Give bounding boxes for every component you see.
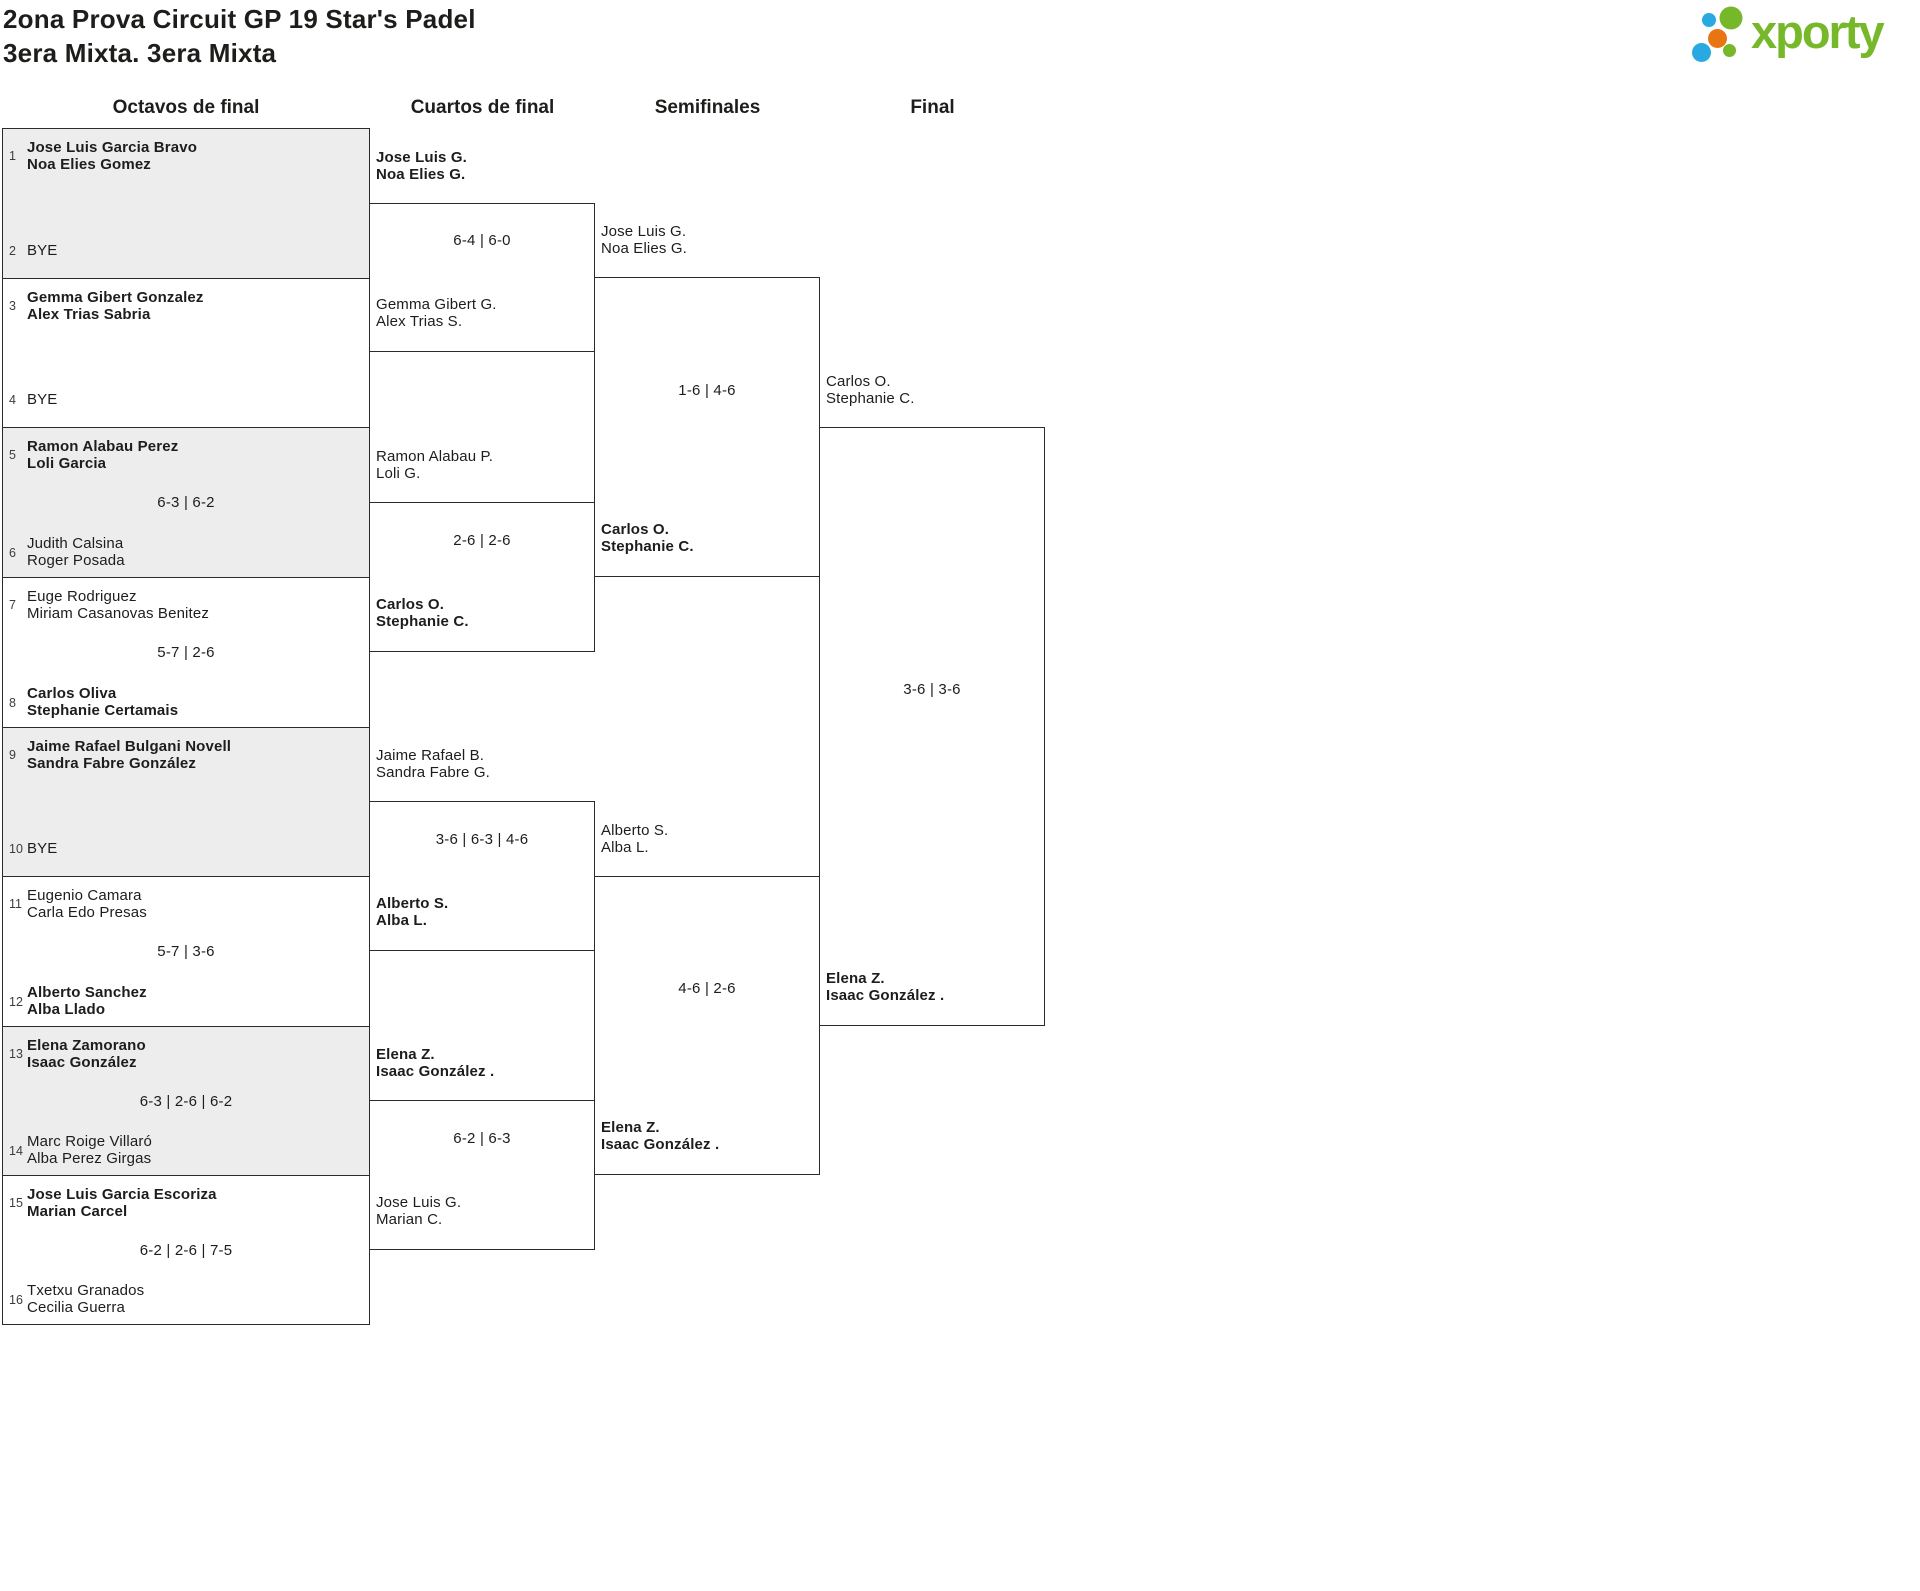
seed-bottom: 16	[9, 1293, 23, 1307]
match-score: 5-7 | 2-6	[157, 644, 215, 661]
seed-top: 13	[9, 1047, 23, 1061]
logo-dot-orange	[1708, 29, 1727, 48]
team-bottom: Alberto S. Alba L.	[376, 894, 449, 929]
seed-bottom: 4	[9, 393, 16, 407]
logo-dot-green-small	[1723, 44, 1736, 57]
seed-top: 5	[9, 448, 16, 462]
team-top: Jose Luis Garcia Bravo Noa Elies Gomez	[27, 139, 198, 174]
team-bottom: Carlos O. Stephanie C.	[601, 520, 694, 555]
match-score: 6-3 | 2-6 | 6-2	[139, 1093, 233, 1110]
team-top: Elena Z. Isaac González .	[376, 1046, 495, 1081]
octavos-match-7: 13 Elena Zamorano Isaac González 6-3 | 2…	[2, 1026, 370, 1175]
team-top: Jaime Rafael Bulgani Novell Sandra Fabre…	[27, 738, 232, 773]
team-top: Gemma Gibert Gonzalez Alex Trias Sabria	[27, 289, 204, 324]
team-top: Ramon Alabau P. Loli G.	[376, 448, 494, 483]
team-top: Jaime Rafael B. Sandra Fabre G.	[376, 747, 490, 782]
seed-top: 7	[9, 598, 16, 612]
round-header-semifinales: Semifinales	[654, 97, 761, 118]
match-score: 6-3 | 6-2	[157, 494, 215, 511]
seed-bottom: 10	[9, 842, 23, 856]
cuartos-match-4: Elena Z. Isaac González . 6-2 | 6-3 Jose…	[369, 1046, 595, 1250]
match-score: 6-4 | 6-0	[453, 232, 511, 249]
team-top: Eugenio Camara Carla Edo Presas	[27, 887, 147, 922]
team-top: Euge Rodriguez Miriam Casanovas Benitez	[27, 588, 210, 623]
logo-dot-blue-medium	[1692, 43, 1711, 62]
semifinal-match-2: Alberto S. Alba L. 4-6 | 2-6 Elena Z. Is…	[594, 822, 820, 1175]
match-score: 4-6 | 2-6	[678, 980, 736, 997]
team-bottom: Marc Roige Villaró Alba Perez Girgas	[27, 1132, 152, 1167]
team-bottom: Judith Calsina Roger Posada	[27, 534, 125, 569]
match-score: 3-6 | 6-3 | 4-6	[435, 831, 529, 848]
seed-top: 1	[9, 149, 16, 163]
octavos-match-5: 9 Jaime Rafael Bulgani Novell Sandra Fab…	[2, 727, 370, 876]
octavos-match-2: 3 Gemma Gibert Gonzalez Alex Trias Sabri…	[2, 278, 370, 427]
round-header-final: Final	[910, 97, 955, 118]
match-score: 2-6 | 2-6	[453, 532, 511, 549]
round-header-cuartos: Cuartos de final	[410, 97, 555, 118]
seed-bottom: 14	[9, 1144, 23, 1158]
team-top: Jose Luis G. Noa Elies G.	[601, 223, 687, 258]
round-header-octavos: Octavos de final	[112, 97, 260, 118]
team-top: Elena Zamorano Isaac González	[27, 1037, 146, 1072]
page-subtitle: 3era Mixta. 3era Mixta	[3, 38, 277, 68]
octavos-match-8: 15 Jose Luis Garcia Escoriza Marian Carc…	[2, 1175, 370, 1325]
logo-dot-blue-small	[1702, 13, 1716, 27]
cuartos-match-2: Ramon Alabau P. Loli G. 2-6 | 2-6 Carlos…	[369, 448, 595, 652]
logo-dots-icon	[1692, 6, 1743, 62]
team-top: Jose Luis G. Noa Elies G.	[376, 149, 467, 184]
match-score: 1-6 | 4-6	[678, 382, 736, 399]
seed-bottom: 12	[9, 995, 23, 1009]
team-bottom: BYE	[27, 839, 58, 857]
team-bottom: Carlos O. Stephanie C.	[376, 595, 469, 630]
team-bottom: Gemma Gibert G. Alex Trias S.	[376, 295, 497, 330]
team-top: Ramon Alabau Perez Loli Garcia	[27, 438, 179, 473]
octavos-match-1: 1 Jose Luis Garcia Bravo Noa Elies Gomez…	[2, 128, 370, 278]
team-bottom: Carlos Oliva Stephanie Certamais	[27, 684, 179, 719]
seed-top: 9	[9, 748, 16, 762]
seed-top: 15	[9, 1196, 23, 1210]
match-score: 5-7 | 3-6	[157, 943, 215, 960]
team-bottom: BYE	[27, 390, 58, 408]
team-bottom: BYE	[27, 241, 58, 259]
seed-bottom: 6	[9, 546, 16, 560]
team-bottom: Elena Z. Isaac González .	[826, 969, 945, 1004]
logo-wordmark: xporty	[1751, 5, 1885, 58]
octavos-match-4: 7 Euge Rodriguez Miriam Casanovas Benite…	[2, 577, 370, 727]
octavos-match-3: 5 Ramon Alabau Perez Loli Garcia 6-3 | 6…	[2, 427, 370, 577]
seed-top: 3	[9, 299, 16, 313]
team-bottom: Alberto Sanchez Alba Llado	[27, 983, 147, 1018]
xporty-logo[interactable]: xporty	[1688, 2, 1885, 66]
team-bottom: Jose Luis G. Marian C.	[376, 1193, 462, 1228]
octavos-match-6: 11 Eugenio Camara Carla Edo Presas 5-7 |…	[2, 876, 370, 1026]
team-bottom: Txetxu Granados Cecilia Guerra	[27, 1281, 145, 1316]
cuartos-match-3: Jaime Rafael B. Sandra Fabre G. 3-6 | 6-…	[369, 747, 595, 951]
logo-dot-green-large	[1719, 6, 1743, 30]
page-title: 2ona Prova Circuit GP 19 Star's Padel	[3, 4, 476, 34]
match-score: 3-6 | 3-6	[903, 681, 961, 698]
cuartos-match-1: Jose Luis G. Noa Elies G. 6-4 | 6-0 Gemm…	[369, 149, 595, 352]
match-score: 6-2 | 2-6 | 7-5	[139, 1242, 233, 1259]
seed-top: 11	[9, 897, 22, 911]
seed-bottom: 2	[9, 244, 16, 258]
match-score: 6-2 | 6-3	[453, 1130, 511, 1147]
seed-bottom: 8	[9, 696, 16, 710]
team-top: Jose Luis Garcia Escoriza Marian Carcel	[27, 1186, 217, 1221]
team-bottom: Elena Z. Isaac González .	[601, 1118, 720, 1153]
team-top: Carlos O. Stephanie C.	[826, 373, 915, 408]
semifinal-match-1: Jose Luis G. Noa Elies G. 1-6 | 4-6 Carl…	[594, 223, 820, 577]
final-match: Carlos O. Stephanie C. 3-6 | 3-6 Elena Z…	[819, 373, 1045, 1026]
team-top: Alberto S. Alba L.	[601, 822, 669, 857]
